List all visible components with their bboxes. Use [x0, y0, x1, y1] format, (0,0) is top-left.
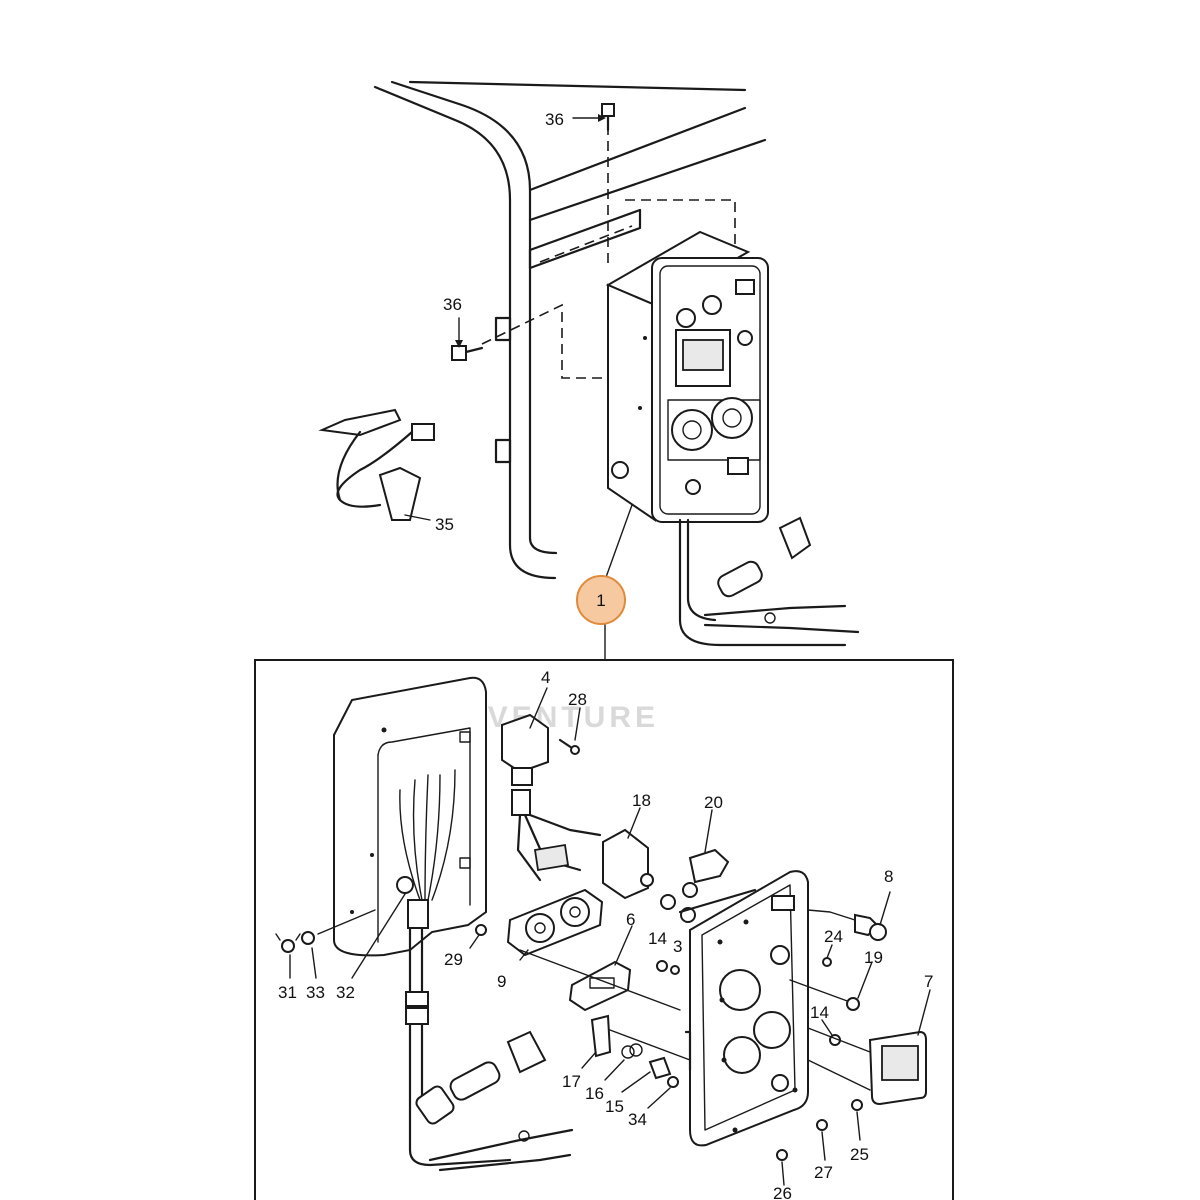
control-box-assembled: [605, 230, 769, 523]
part-25-screw: [851, 1099, 863, 1111]
part-7-ammeter: [807, 1027, 927, 1106]
leader-20: [704, 809, 713, 853]
label-34: 34: [628, 1110, 647, 1129]
label-9: 9: [497, 972, 506, 991]
assembly-line: [609, 1029, 691, 1061]
leader-17: [581, 1051, 597, 1069]
label-35: 35: [435, 515, 454, 534]
leader-14-right: [821, 1019, 833, 1036]
part-27-screw: [816, 1119, 828, 1131]
leader-25: [856, 1111, 861, 1141]
part-33-nut: [301, 931, 315, 945]
label-24: 24: [824, 927, 843, 946]
leader-27: [821, 1131, 826, 1161]
leader-26: [781, 1161, 785, 1186]
label-29: 29: [444, 950, 463, 969]
label-26: 26: [773, 1184, 792, 1200]
bolt-36-side: [451, 303, 640, 379]
washers: [660, 882, 698, 923]
leader-19: [857, 961, 873, 999]
label-36-top: 36: [545, 110, 564, 129]
leader-6: [614, 925, 633, 966]
front-panel: [684, 870, 809, 1147]
battery-charging-cable: [318, 408, 435, 521]
part-24-nut: [822, 957, 832, 967]
bolt-36-top: [572, 103, 615, 132]
label-14-center: 14: [648, 929, 667, 948]
leader-15: [621, 1071, 651, 1093]
leader-4: [529, 687, 548, 729]
callout-circle: [576, 575, 626, 625]
label-6: 6: [626, 910, 635, 929]
leader-18: [627, 807, 641, 839]
part-16-spring: [621, 1043, 643, 1059]
label-28: 28: [568, 690, 587, 709]
label-4: 4: [541, 668, 550, 687]
part-17-clip: [590, 1014, 612, 1058]
leader-24: [826, 944, 833, 959]
leader-8: [879, 891, 891, 926]
leader-9: [519, 949, 529, 961]
part-9-ac-receptacle: [506, 888, 681, 1011]
box-shell: [333, 676, 487, 957]
part-8-lamp: [807, 909, 887, 941]
part-19-bolt: [789, 979, 860, 1011]
part-29-nut: [475, 924, 487, 936]
part-4-regulator: [501, 713, 602, 882]
label-15: 15: [605, 1097, 624, 1116]
part-31-wing-nut: [275, 933, 301, 953]
label-17: 17: [562, 1072, 581, 1091]
label-33: 33: [306, 983, 325, 1002]
panel-edge-line: [678, 888, 757, 914]
label-16: 16: [585, 1084, 604, 1103]
part-18-breaker: [602, 828, 654, 900]
leader-16: [604, 1059, 625, 1081]
callout-label: 1: [596, 591, 605, 610]
label-18: 18: [632, 791, 651, 810]
leader-34: [647, 1087, 671, 1109]
label-7: 7: [924, 972, 933, 991]
output-cable-top: [678, 516, 860, 647]
detail-frame: [254, 659, 954, 1200]
part-14-nut-center: [656, 960, 668, 972]
part-26-screw: [776, 1149, 788, 1161]
label-32: 32: [336, 983, 355, 1002]
label-27: 27: [814, 1163, 833, 1182]
part-6-dc-socket: [568, 960, 632, 1012]
leader-29: [469, 934, 480, 949]
leader-33: [311, 947, 317, 979]
label-25: 25: [850, 1145, 869, 1164]
part-15-knob: [648, 1056, 672, 1080]
leader-35: [404, 514, 431, 521]
part-28-screw: [558, 738, 580, 755]
leader-7: [917, 989, 931, 1036]
stud-line: [317, 909, 376, 935]
callout-leader: [604, 504, 633, 581]
label-36-side: 36: [443, 295, 462, 314]
part-34-screw: [667, 1076, 679, 1088]
label-19: 19: [864, 948, 883, 967]
harness-bottom: [405, 926, 574, 1172]
label-20: 20: [704, 793, 723, 812]
generator-frame: [373, 80, 767, 580]
leader-28: [574, 707, 581, 741]
part-20-switch: [688, 848, 730, 884]
label-3: 3: [673, 937, 682, 956]
leader-32: [351, 893, 406, 979]
label-31: 31: [278, 983, 297, 1002]
part-3-washer: [670, 965, 680, 975]
label-8: 8: [884, 867, 893, 886]
label-14-right: 14: [810, 1003, 829, 1022]
